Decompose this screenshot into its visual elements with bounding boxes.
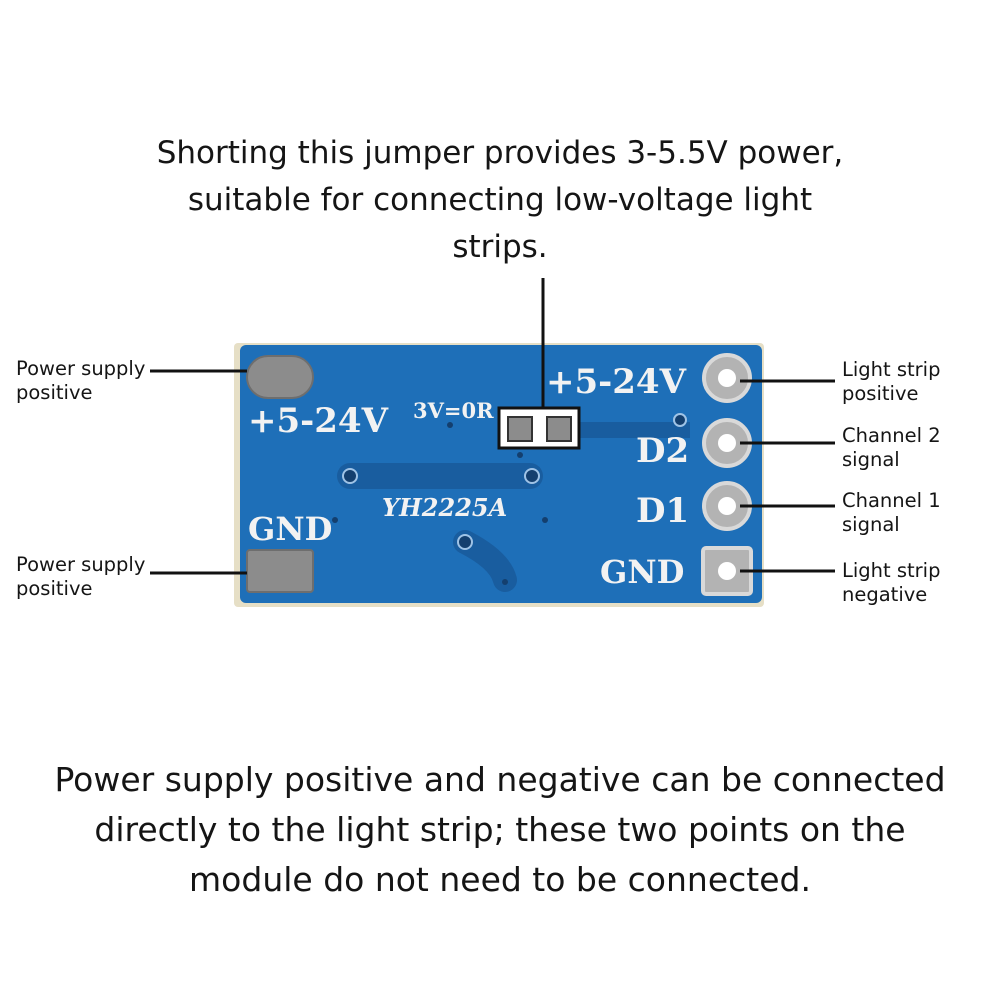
light-positive-hole <box>718 369 736 387</box>
pcb-via <box>332 517 338 523</box>
channel-2-hole <box>718 434 736 452</box>
silk-d2: D2 <box>636 431 689 471</box>
pcb-via <box>457 534 473 550</box>
jumper-pad-left <box>507 416 533 442</box>
label-light-strip-negative: Light strip negative <box>842 559 941 606</box>
pcb-via <box>502 579 508 585</box>
pcb-via <box>517 452 523 458</box>
pcb-via <box>524 468 540 484</box>
jumper-pad-right <box>546 416 572 442</box>
label-power-supply-positive-top: Power supply positive <box>16 357 146 404</box>
pcb-via <box>447 422 453 428</box>
jumper-annotation: Shorting this jumper provides 3-5.5V pow… <box>156 135 844 265</box>
silk-model: YH2225A <box>382 493 507 522</box>
pcb-via <box>342 468 358 484</box>
silk-voltage-right: +5-24V <box>546 362 687 402</box>
power-connection-note: Power supply positive and negative can b… <box>54 760 946 899</box>
silk-jumper-label: 3V=0R <box>413 398 494 423</box>
power-positive-pad <box>246 355 314 399</box>
pcb-via <box>542 517 548 523</box>
light-negative-hole <box>718 562 736 580</box>
pcb-via <box>673 413 687 427</box>
label-channel-1-signal: Channel 1 signal <box>842 489 941 536</box>
silk-gnd-left: GND <box>248 510 332 548</box>
silk-gnd-right: GND <box>600 553 684 591</box>
silk-voltage-left: +5-24V <box>248 401 389 441</box>
power-negative-pad <box>246 549 314 593</box>
silk-d1: D1 <box>636 491 689 531</box>
label-light-strip-positive: Light strip positive <box>842 358 941 405</box>
label-power-supply-positive-bottom: Power supply positive <box>16 553 146 600</box>
channel-1-hole <box>718 497 736 515</box>
label-channel-2-signal: Channel 2 signal <box>842 424 941 471</box>
